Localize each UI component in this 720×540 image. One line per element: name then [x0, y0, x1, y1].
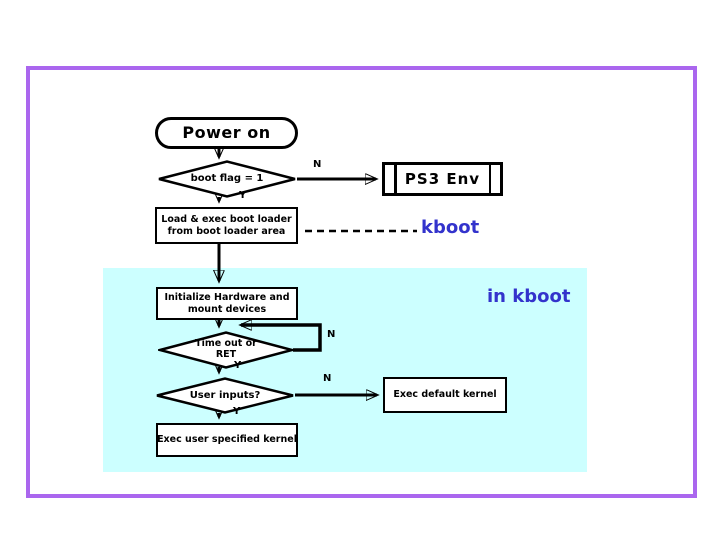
node-user-inputs: User inputs? [155, 377, 295, 414]
edge-label-bootflag-no: N [313, 159, 322, 170]
user-inputs-diamond-shape [156, 377, 294, 414]
node-initialize-line1: Initialize Hardware and [164, 291, 290, 303]
node-initialize-line2: mount devices [187, 303, 267, 315]
node-ps3-env: PS3 Env [382, 162, 503, 196]
node-boot-flag-label: boot flag = 1 [190, 173, 264, 185]
node-exec-user-label: Exec user specified kernel [157, 434, 297, 446]
node-exec-user: Exec user specified kernel [156, 423, 298, 457]
node-power-on-label: Power on [182, 123, 271, 142]
node-load-exec-line2: from boot loader area [167, 225, 286, 237]
edge-label-timeout-yes: Y [234, 360, 242, 371]
node-exec-default: Exec default kernel [383, 377, 507, 413]
node-initialize: Initialize Hardware and mount devices [156, 287, 298, 320]
kboot-label: kboot [421, 217, 480, 238]
timeout-diamond-shape [158, 331, 294, 369]
node-ps3-env-label: PS3 Env [404, 169, 481, 188]
node-user-inputs-label: User inputs? [189, 389, 261, 401]
node-boot-flag: boot flag = 1 [157, 160, 297, 198]
node-timeout-line1: Time out or [195, 338, 257, 350]
boot-flag-diamond-shape [158, 160, 296, 198]
in-kboot-label: in kboot [487, 286, 571, 307]
predef-right-bar [488, 165, 491, 193]
node-load-exec: Load & exec boot loader from boot loader… [155, 207, 298, 244]
edge-label-userinputs-no: N [323, 373, 332, 384]
node-exec-default-label: Exec default kernel [393, 389, 497, 401]
predef-left-bar [394, 165, 397, 193]
edge-label-userinputs-yes: Y [233, 406, 241, 417]
node-timeout-line2: RET [215, 349, 237, 360]
edge-label-bootflag-yes: Y [239, 190, 247, 201]
node-timeout-label: Time out or RET [158, 331, 294, 369]
node-load-exec-line1: Load & exec boot loader [161, 213, 292, 225]
node-timeout: Time out or RET [158, 331, 294, 369]
edge-label-timeout-no: N [327, 329, 336, 340]
node-power-on: Power on [155, 117, 298, 149]
